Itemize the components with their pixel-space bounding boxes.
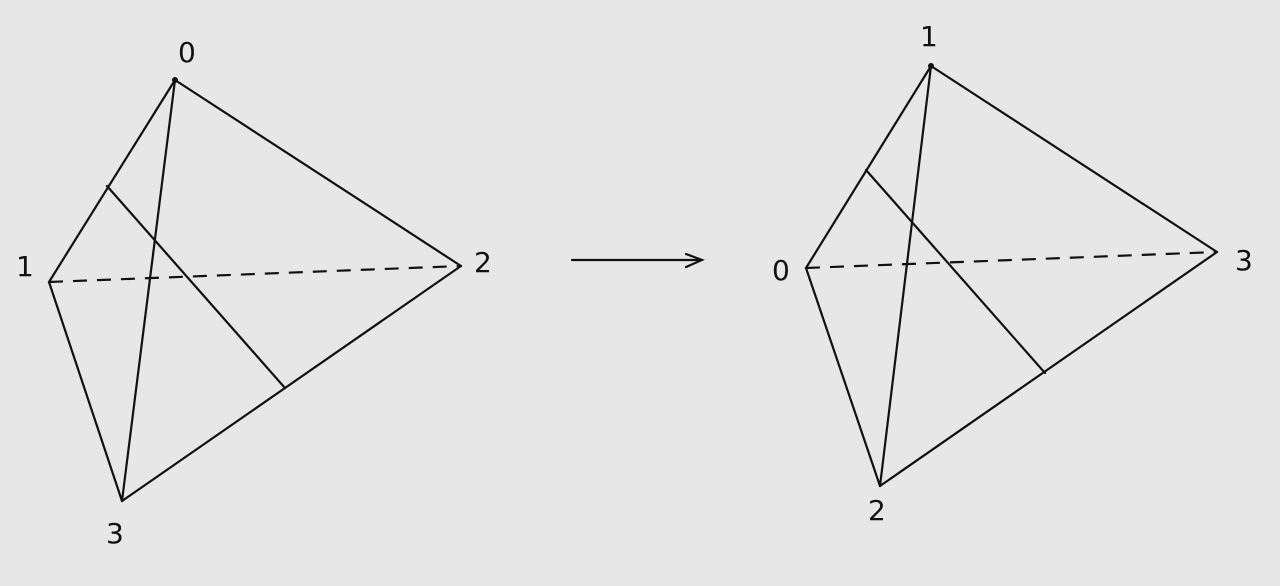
edge-left-bottom (804, 266, 882, 488)
tetrahedron-right: 1 0 3 2 (772, 20, 1253, 527)
edge-left-bottom (47, 280, 124, 503)
transformation-arrow (570, 252, 705, 269)
arrow-head (684, 252, 705, 269)
tetrahedron-left: 0 1 2 3 (16, 36, 492, 550)
vertex-label-top: 0 (178, 36, 196, 69)
midpoint-connector (864, 168, 1047, 375)
edge-top-bottom (878, 64, 933, 488)
vertex-label-bottom: 2 (868, 494, 886, 527)
vertex-label-top: 1 (920, 20, 938, 53)
vertex-label-right: 3 (1235, 244, 1253, 277)
hidden-edge-left-right (48, 264, 462, 284)
vertex-dot (928, 63, 934, 69)
vertex-label-right: 2 (474, 246, 492, 279)
edge-bottom-right (878, 250, 1219, 488)
edge-top-right (929, 64, 1219, 254)
vertex-label-left: 1 (16, 250, 34, 283)
hidden-edge-left-right (805, 250, 1218, 270)
edge-top-right (173, 78, 463, 268)
midpoint-connector (105, 184, 287, 390)
edge-top-left (804, 64, 933, 270)
vertex-dot (172, 77, 178, 83)
edge-top-bottom (120, 78, 177, 503)
vertex-label-bottom: 3 (106, 517, 124, 550)
vertex-label-left: 0 (772, 254, 790, 287)
edge-bottom-right (120, 264, 463, 503)
edge-top-left (47, 78, 177, 284)
